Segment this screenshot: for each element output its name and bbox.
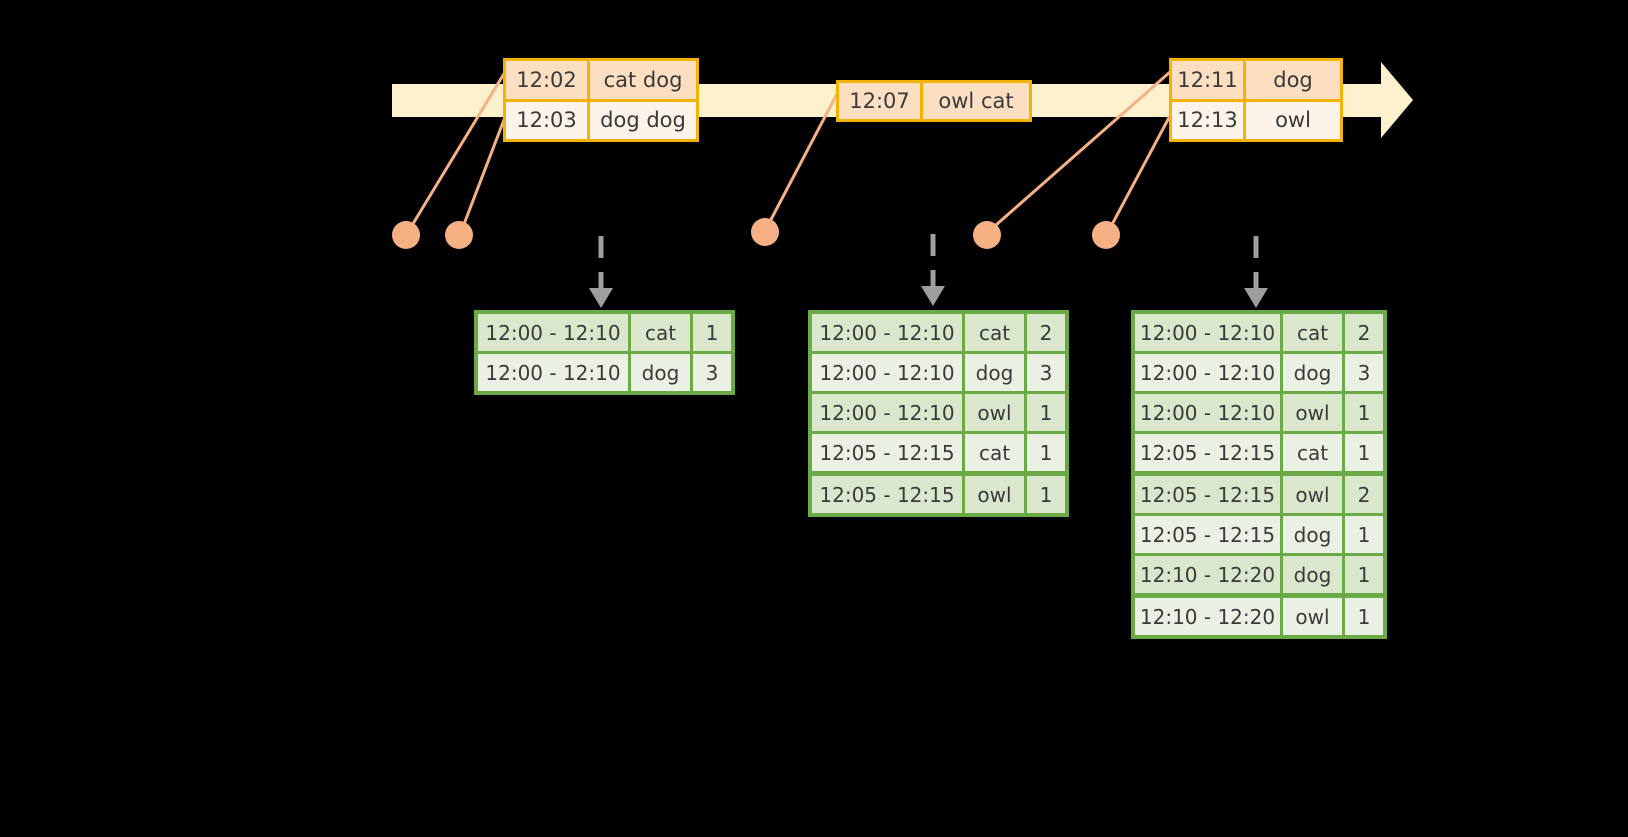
event-time-label: 12:03 (516, 108, 577, 133)
event-words-label: cat dog (603, 67, 683, 92)
event-row[interactable]: 12:13 owl (1172, 98, 1340, 139)
event-row[interactable]: 12:11 dog (1172, 61, 1340, 99)
word-cell: owl (965, 394, 1027, 431)
window-cell: 12:00 - 12:10 (812, 314, 965, 351)
word-cell: cat (965, 314, 1027, 351)
word-cell: cat (1283, 314, 1345, 351)
window-cell: 12:05 - 12:15 (1135, 476, 1283, 513)
window-cell: 12:00 - 12:10 (812, 354, 965, 391)
window-cell: 12:05 - 12:15 (1135, 434, 1283, 471)
event-words-label: owl cat (938, 89, 1014, 113)
count-cell: 3 (1345, 354, 1383, 391)
window-cell: 12:05 - 12:15 (1135, 516, 1283, 553)
window-cell: 12:00 - 12:10 (478, 354, 631, 391)
count-cell: 1 (1345, 598, 1383, 635)
count-cell: 1 (1345, 434, 1383, 471)
word-cell: owl (1283, 394, 1345, 431)
window-cell: 12:00 - 12:10 (478, 314, 631, 351)
event-group-3[interactable]: 12:11 dog 12:13 owl (1169, 58, 1343, 142)
word-cell: owl (1283, 476, 1345, 513)
count-cell: 1 (1345, 394, 1383, 431)
event-words: dog dog (590, 101, 696, 139)
event-words-label: owl (1275, 108, 1311, 133)
count-cell: 2 (1345, 314, 1383, 351)
window-cell: 12:00 - 12:10 (1135, 354, 1283, 391)
event-row[interactable]: 12:02 cat dog (506, 61, 696, 99)
count-cell: 3 (1027, 354, 1065, 391)
event-time-label: 12:13 (1177, 108, 1238, 133)
event-words-label: dog (1273, 67, 1313, 92)
event-time: 12:07 (839, 83, 923, 119)
window-cell: 12:05 - 12:15 (812, 476, 965, 513)
count-cell: 1 (1027, 434, 1065, 471)
window-cell: 12:00 - 12:10 (812, 394, 965, 431)
event-group-2[interactable]: 12:07 owl cat (836, 80, 1032, 122)
count-cell: 2 (1345, 476, 1383, 513)
word-cell: dog (1283, 354, 1345, 391)
count-cell: 3 (693, 354, 731, 391)
count-cell: 1 (1345, 556, 1383, 593)
word-cell: cat (631, 314, 693, 351)
event-words: owl cat (923, 83, 1029, 119)
count-cell: 1 (1027, 476, 1065, 513)
window-cell: 12:00 - 12:10 (1135, 314, 1283, 351)
window-cell: 12:00 - 12:10 (1135, 394, 1283, 431)
event-words: owl (1246, 101, 1340, 139)
event-time-label: 12:02 (516, 67, 577, 92)
event-row[interactable]: 12:03 dog dog (506, 98, 696, 139)
event-words: cat dog (590, 61, 696, 99)
event-group-1[interactable]: 12:02 cat dog 12:03 dog dog (503, 58, 699, 142)
count-cell: 1 (1345, 516, 1383, 553)
event-row[interactable]: 12:07 owl cat (839, 83, 1029, 119)
window-cell: 12:10 - 12:20 (1135, 598, 1283, 635)
count-cell: 1 (1027, 394, 1065, 431)
count-cell: 2 (1027, 314, 1065, 351)
word-cell: dog (1283, 516, 1345, 553)
word-cell: owl (1283, 598, 1345, 635)
event-words-label: dog dog (600, 108, 686, 133)
event-time-label: 12:07 (849, 89, 910, 113)
word-cell: dog (1283, 556, 1345, 593)
word-cell: dog (631, 354, 693, 391)
window-cell: 12:05 - 12:15 (812, 434, 965, 471)
window-cell: 12:10 - 12:20 (1135, 556, 1283, 593)
event-time-label: 12:11 (1177, 67, 1238, 92)
count-cell: 1 (693, 314, 731, 351)
timeline-arrowhead (1381, 62, 1413, 138)
word-cell: cat (1283, 434, 1345, 471)
event-time: 12:02 (506, 61, 590, 99)
event-time: 12:13 (1172, 101, 1246, 139)
word-cell: dog (965, 354, 1027, 391)
event-words: dog (1246, 61, 1340, 99)
word-cell: owl (965, 476, 1027, 513)
word-cell: cat (965, 434, 1027, 471)
event-time: 12:11 (1172, 61, 1246, 99)
event-time: 12:03 (506, 101, 590, 139)
